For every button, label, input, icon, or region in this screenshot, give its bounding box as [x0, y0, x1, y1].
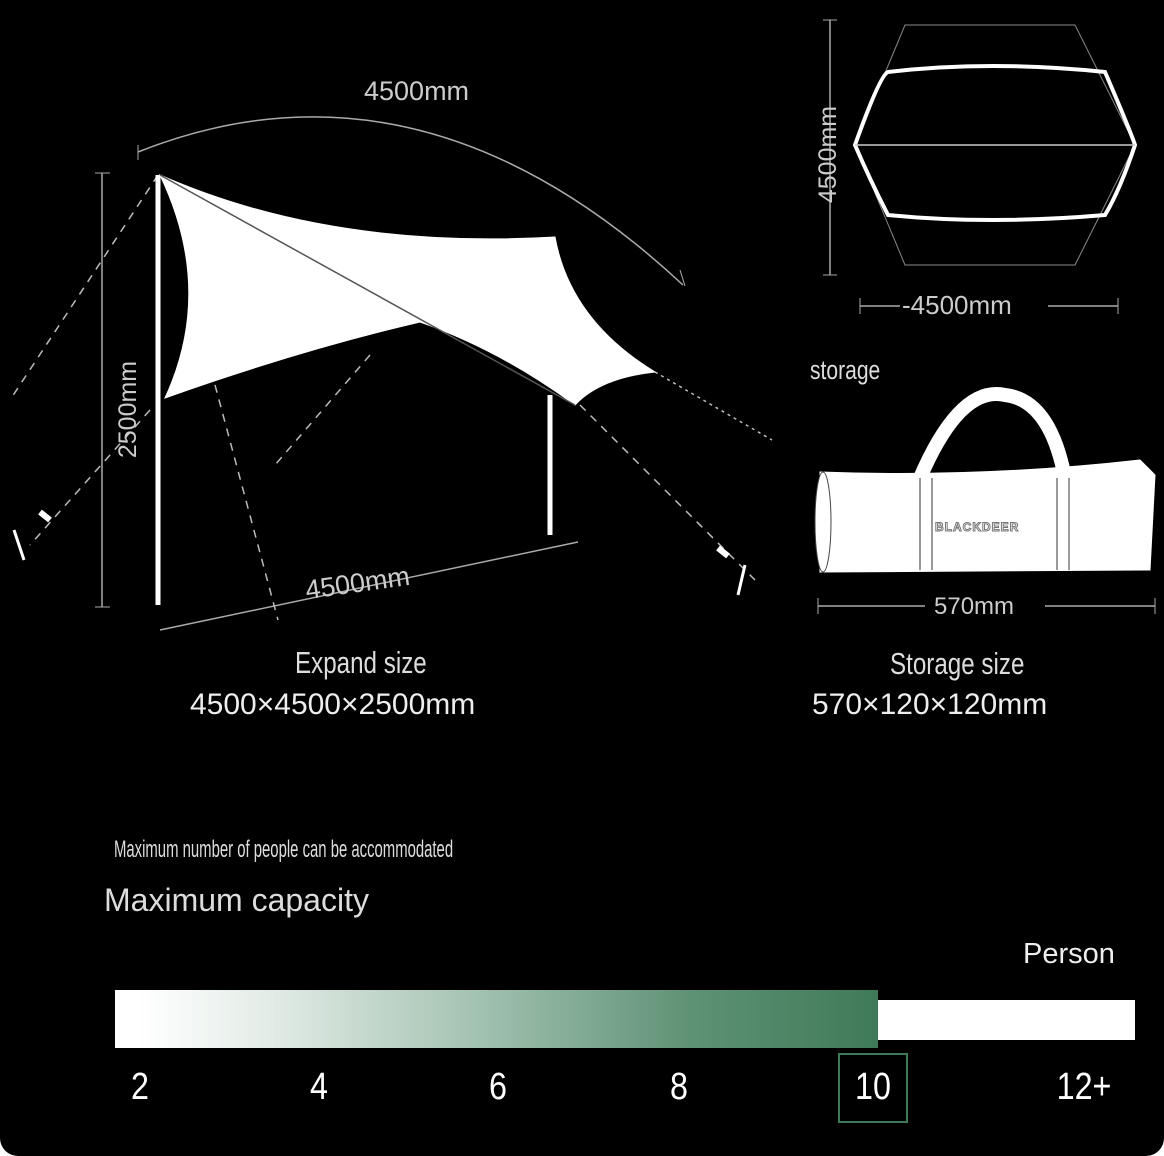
- capacity-note: Maximum number of people can be accommod…: [114, 836, 454, 863]
- capacity-title: Maximum capacity: [104, 882, 369, 918]
- width-dimension-line: [159, 541, 579, 631]
- capacity-tick-12-plus: 12+: [1056, 1066, 1112, 1108]
- capacity-bar-fill: [115, 990, 878, 1048]
- storage-heading: storage: [810, 355, 881, 385]
- capacity-tick-10: 10: [855, 1066, 891, 1108]
- bag-length-label: 570mm: [934, 593, 1015, 620]
- storage-size-title: Storage size: [890, 646, 1025, 681]
- capacity-bar-track: [878, 1000, 1135, 1040]
- guy-lines: [9, 174, 773, 621]
- expand-size-value: 4500×4500×2500mm: [190, 688, 476, 721]
- bag-brand-logo: BLACKDEER: [934, 520, 1020, 535]
- stake-icons: [12, 509, 747, 596]
- expand-size-title: Expand size: [295, 645, 427, 680]
- canopy-shape: [158, 173, 657, 406]
- capacity-tick-2: 2: [131, 1066, 149, 1108]
- arc-dimension-label: 4500mm: [364, 76, 470, 106]
- capacity-tick-8: 8: [670, 1066, 688, 1108]
- capacity-tick-4: 4: [310, 1066, 328, 1108]
- height-dimension-label: 2500mm: [114, 360, 143, 459]
- capacity-tick-6: 6: [489, 1066, 507, 1108]
- storage-size-value: 570×120×120mm: [812, 688, 1048, 721]
- capacity-unit: Person: [1023, 938, 1115, 970]
- arc-dimension-line: [137, 116, 684, 286]
- top-view-horizontal-label: -4500mm: [902, 290, 1012, 320]
- storage-bag-drawing: [814, 387, 1156, 573]
- selected-capacity-box: [838, 1053, 908, 1123]
- top-view-diagram: [823, 19, 1138, 314]
- top-view-vertical-label: 4500mm: [814, 105, 843, 204]
